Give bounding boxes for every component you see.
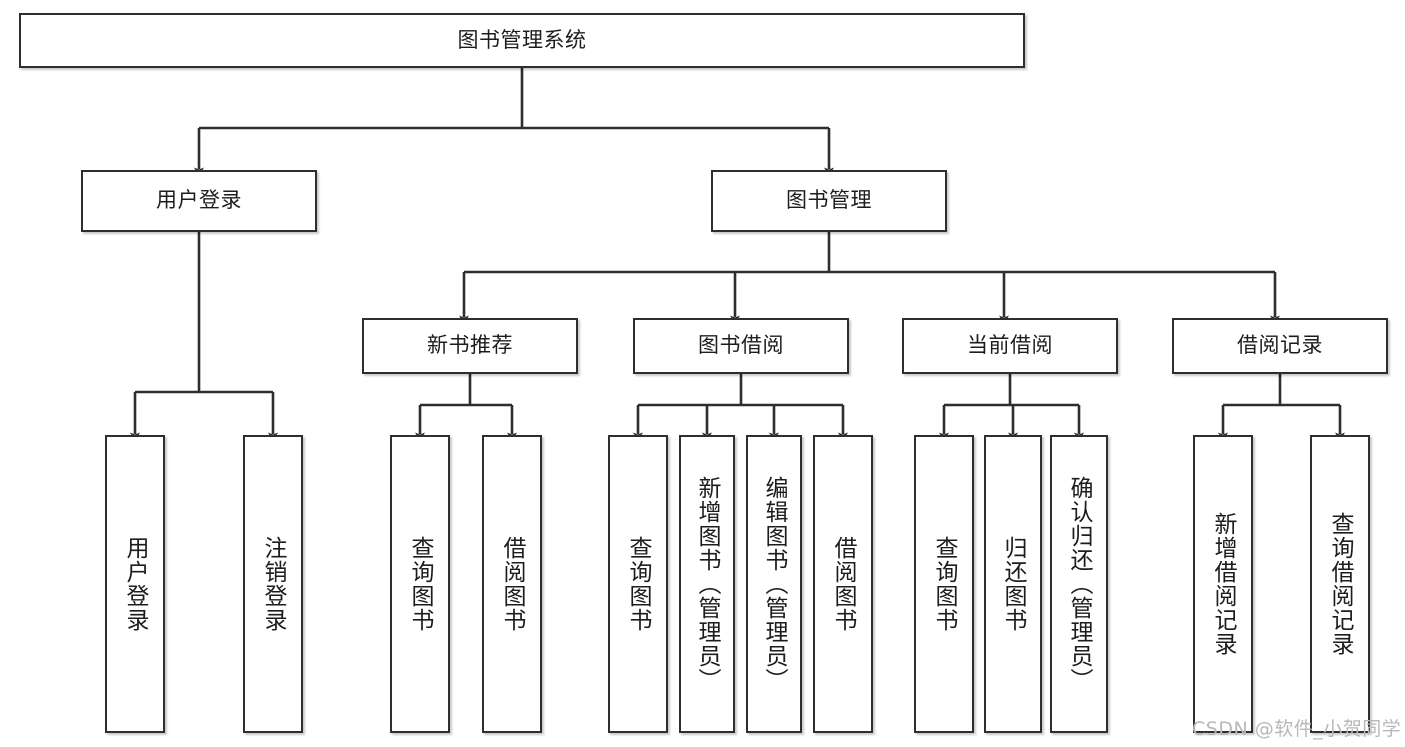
watermark-text: CSDN @软件_小贺同学	[1192, 718, 1402, 740]
node-label: 查询借阅记录	[1327, 512, 1354, 656]
node-label: 当前借阅	[967, 333, 1053, 358]
node-label: 用户登录	[122, 536, 149, 632]
node-borrow[interactable]: 图书借阅	[633, 318, 849, 374]
node-label: 新增图书（管理员）	[694, 476, 721, 692]
node-label: 图书管理系统	[457, 27, 587, 52]
node-l-nb-query[interactable]: 查询图书	[390, 435, 450, 733]
node-label: 查询图书	[407, 536, 434, 632]
node-l-bk-edit[interactable]: 编辑图书（管理员）	[746, 435, 802, 733]
node-label: 借阅图书	[499, 536, 526, 632]
node-label: 新书推荐	[427, 333, 513, 358]
node-label: 借阅图书	[830, 536, 857, 632]
node-l-cu-return[interactable]: 归还图书	[984, 435, 1042, 733]
node-l-rc-add[interactable]: 新增借阅记录	[1193, 435, 1253, 733]
node-l-bk-query[interactable]: 查询图书	[608, 435, 668, 733]
node-label: 编辑图书（管理员）	[761, 476, 788, 692]
node-label: 确认归还（管理员）	[1066, 476, 1093, 692]
node-l-bk-add[interactable]: 新增图书（管理员）	[679, 435, 735, 733]
node-label: 图书管理	[786, 188, 872, 213]
node-records[interactable]: 借阅记录	[1172, 318, 1388, 374]
node-login[interactable]: 用户登录	[81, 170, 317, 232]
node-label: 查询图书	[931, 536, 958, 632]
node-label: 用户登录	[156, 188, 242, 213]
node-l-rc-query[interactable]: 查询借阅记录	[1310, 435, 1370, 733]
node-l-cu-confirm[interactable]: 确认归还（管理员）	[1050, 435, 1108, 733]
node-l-bk-borrow[interactable]: 借阅图书	[813, 435, 873, 733]
node-root[interactable]: 图书管理系统	[19, 13, 1025, 68]
node-l-cu-query[interactable]: 查询图书	[914, 435, 974, 733]
node-label: 注销登录	[260, 536, 287, 632]
node-label: 图书借阅	[698, 333, 784, 358]
node-label: 借阅记录	[1237, 333, 1323, 358]
node-label: 查询图书	[625, 536, 652, 632]
node-l-user-logout[interactable]: 注销登录	[243, 435, 303, 733]
node-label: 新增借阅记录	[1210, 512, 1237, 656]
node-bookmgmt[interactable]: 图书管理	[711, 170, 947, 232]
node-l-nb-borrow[interactable]: 借阅图书	[482, 435, 542, 733]
node-newbook[interactable]: 新书推荐	[362, 318, 578, 374]
node-l-user-login[interactable]: 用户登录	[105, 435, 165, 733]
node-current[interactable]: 当前借阅	[902, 318, 1118, 374]
node-label: 归还图书	[1000, 536, 1027, 632]
